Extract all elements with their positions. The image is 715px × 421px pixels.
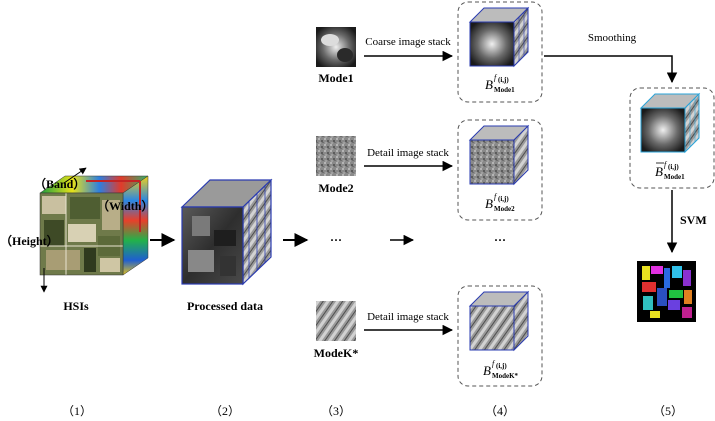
detail-stack-label-1: Detail image stack bbox=[367, 147, 449, 159]
modek-label: ModeK* bbox=[314, 346, 359, 360]
modek-image bbox=[316, 301, 356, 341]
step-5: （5） bbox=[653, 404, 683, 418]
stack-mode2-label: B f (i,j) Mode2 bbox=[485, 192, 515, 213]
svg-text:Mode1: Mode1 bbox=[664, 173, 685, 181]
width-label: （Width） bbox=[97, 198, 153, 213]
hsi-cube bbox=[39, 175, 149, 276]
stack-mode1-box bbox=[457, 1, 543, 103]
stack-dots: ··· bbox=[494, 233, 506, 247]
height-label: （Height） bbox=[0, 233, 59, 248]
stack-modek-label: B f (i,j) ModeK* bbox=[483, 359, 519, 380]
stack-mode2-box bbox=[457, 119, 543, 221]
svg-text:Mode2: Mode2 bbox=[494, 205, 515, 213]
svg-text:f: f bbox=[492, 359, 496, 368]
svg-text:f: f bbox=[494, 192, 498, 201]
svg-text:B: B bbox=[485, 77, 493, 92]
band-axis-arrow bbox=[63, 167, 87, 184]
mode-dots: ··· bbox=[330, 233, 342, 247]
smoothed-cube-box bbox=[629, 87, 715, 189]
smoothing-label: Smoothing bbox=[588, 32, 637, 44]
svg-text:B: B bbox=[655, 164, 663, 179]
svg-text:(i,j): (i,j) bbox=[498, 195, 509, 203]
step-3: （3） bbox=[321, 404, 351, 418]
processed-caption: Processed data bbox=[187, 299, 263, 313]
stack-mode1-label: B f (i,j) Mode1 bbox=[485, 73, 515, 94]
step-1: （1） bbox=[62, 404, 92, 418]
mode2-label: Mode2 bbox=[318, 181, 353, 195]
svg-text:ModeK*: ModeK* bbox=[492, 372, 519, 380]
svg-text:(i,j): (i,j) bbox=[668, 163, 679, 171]
svg-text:(i,j): (i,j) bbox=[496, 362, 507, 370]
detail-stack-label-2: Detail image stack bbox=[367, 311, 449, 323]
hsi-caption: HSIs bbox=[63, 299, 89, 313]
stack-modek-box bbox=[457, 285, 543, 387]
step-2: （2） bbox=[210, 404, 240, 418]
svg-text:f: f bbox=[664, 160, 668, 169]
processed-cube bbox=[180, 178, 273, 286]
classification-map bbox=[637, 261, 696, 322]
step-4: （4） bbox=[485, 404, 515, 418]
smoothing-arrow bbox=[544, 55, 678, 84]
svg-text:Mode1: Mode1 bbox=[494, 86, 515, 94]
coarse-stack-label: Coarse image stack bbox=[365, 36, 451, 48]
mode1-label: Mode1 bbox=[318, 71, 353, 85]
svm-label: SVM bbox=[680, 213, 707, 227]
band-label: （Band） bbox=[34, 176, 85, 191]
mode1-image bbox=[316, 27, 356, 67]
svg-text:(i,j): (i,j) bbox=[498, 76, 509, 84]
mode2-image bbox=[316, 136, 356, 176]
svg-text:f: f bbox=[494, 73, 498, 82]
smoothed-cube-label: B f (i,j) Mode1 bbox=[655, 160, 685, 181]
svg-text:B: B bbox=[485, 196, 493, 211]
svg-text:B: B bbox=[483, 363, 491, 378]
